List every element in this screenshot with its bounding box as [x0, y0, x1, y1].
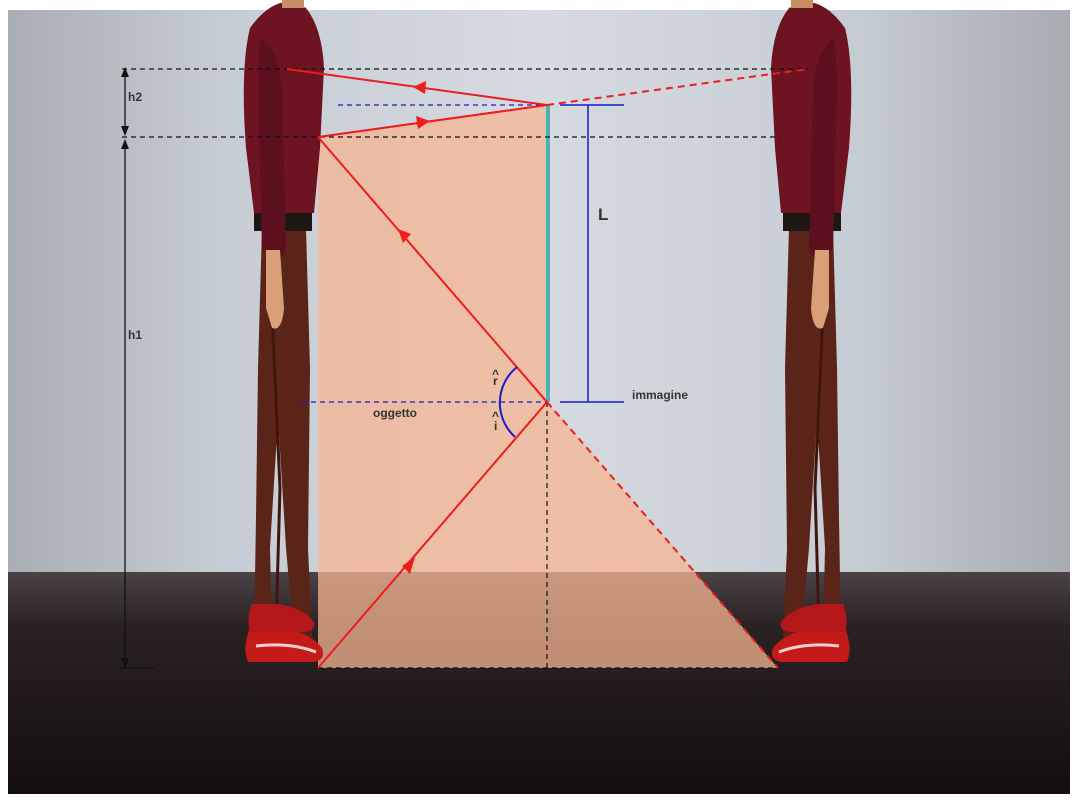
h2-label: h2: [128, 90, 142, 104]
object-label: oggetto: [373, 406, 417, 420]
angle-r-label: r: [493, 374, 498, 388]
ray-bottom: [317, 136, 779, 669]
image-label: immagine: [632, 388, 688, 402]
h1-label: h1: [128, 328, 142, 342]
h2-dimension: [121, 67, 129, 136]
ray-top: [286, 68, 809, 106]
ray-bottom-arrow-upper: [398, 229, 411, 243]
l-label: L: [598, 205, 608, 224]
ray-bottom-arrow-lower: [402, 557, 415, 574]
ray-eye-to-top: [317, 104, 548, 138]
ray-eye-top-arrow: [416, 116, 430, 129]
angle-i-hat: ^: [492, 409, 499, 423]
angle-r-hat: ^: [492, 367, 499, 381]
ray-top-arrow: [413, 81, 426, 94]
h1-dimension: [121, 139, 129, 668]
light-cone-object-side: [318, 105, 547, 668]
angle-arc: [498, 366, 518, 438]
angle-i-label: i: [494, 419, 497, 433]
